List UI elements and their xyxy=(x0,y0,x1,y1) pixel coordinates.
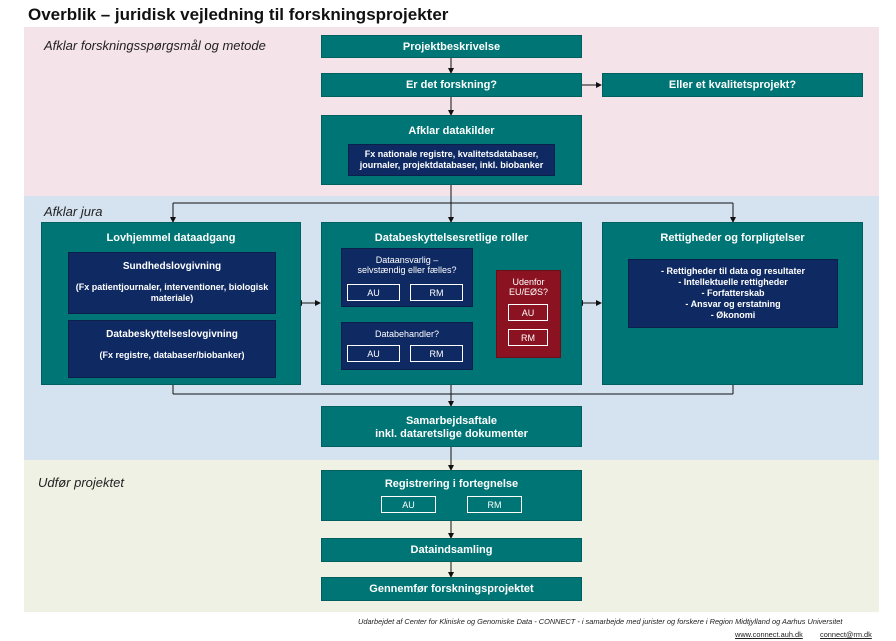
section-label-3: Udfør projektet xyxy=(38,475,124,490)
section-label-2: Afklar jura xyxy=(44,204,103,219)
box-databeskyttelseslovgivning: Databeskyttelseslovgivning (Fx registre,… xyxy=(68,320,276,378)
samarbejd-line-1: Samarbejdsaftale xyxy=(405,415,498,427)
sundhed-title: Sundhedslovgivning xyxy=(122,261,222,272)
rettigheder-item: - Ansvar og erstatning xyxy=(685,299,781,309)
dataansvarlig-line-1: Dataansvarlig – xyxy=(375,255,439,265)
footer-credit: Udarbejdet af Center for Kliniske og Gen… xyxy=(358,617,843,626)
udenfor-line-1: Udenfor xyxy=(512,277,545,287)
databesk-lov-detail: (Fx registre, databaser/biobanker) xyxy=(99,350,245,360)
lovhjemmel-title: Lovhjemmel dataadgang xyxy=(106,232,236,244)
rettigheder-item: - Økonomi xyxy=(710,310,756,320)
dataansvarlig-au-option: AU xyxy=(347,284,400,301)
sundhed-detail: (Fx patientjournaler, interventioner, bi… xyxy=(75,282,269,303)
box-afklar-datakilder: Afklar datakilder Fx nationale registre,… xyxy=(321,115,582,185)
dataansvarlig-rm-option: RM xyxy=(410,284,463,301)
databehandler-au-option: AU xyxy=(347,345,400,362)
samarbejd-line-2: inkl. dataretslige dokumenter xyxy=(375,428,528,440)
box-projektbeskrivelse: Projektbeskrivelse xyxy=(321,35,582,58)
databesk-lov-title: Databeskyttelseslovgivning xyxy=(106,329,238,340)
udenfor-rm-option: RM xyxy=(508,329,548,346)
box-udenfor-eu: Udenfor EU/EØS? xyxy=(496,270,561,358)
datakilder-detail-line-1: Fx nationale registre, kvalitetsdatabase… xyxy=(364,149,539,159)
page-title: Overblik – juridisk vejledning til forsk… xyxy=(28,5,449,24)
rettigheder-item: - Forfatterskab xyxy=(701,288,765,298)
roller-title: Databeskyttelsesretlige roller xyxy=(374,232,529,244)
datakilder-detail: Fx nationale registre, kvalitetsdatabase… xyxy=(348,144,555,176)
box-registrering: Registrering i fortegnelse xyxy=(321,470,582,521)
box-dataansvarlig: Dataansvarlig – selvstændig eller fælles… xyxy=(341,248,473,307)
dataansvarlig-line-2: selvstændig eller fælles? xyxy=(357,265,457,275)
rettigheder-title: Rettigheder og forpligtelser xyxy=(660,232,805,244)
rettigheder-detail: - Rettigheder til data og resultater - I… xyxy=(628,259,838,328)
rettigheder-item: - Intellektuelle rettigheder xyxy=(678,277,788,287)
footer-url-link[interactable]: www.connect.auh.dk xyxy=(735,630,803,639)
section-label-1: Afklar forskningsspørgsmål og metode xyxy=(44,38,266,53)
box-lovhjemmel: Lovhjemmel dataadgang Sundhedslovgivning… xyxy=(41,222,301,385)
afklar-datakilder-title: Afklar datakilder xyxy=(408,125,495,137)
databehandler-rm-option: RM xyxy=(410,345,463,362)
footer-email-link[interactable]: connect@rm.dk xyxy=(820,630,872,639)
rettigheder-item: - Rettigheder til data og resultater xyxy=(660,266,806,276)
box-rettigheder: Rettigheder og forpligtelser - Rettighed… xyxy=(602,222,863,385)
registrering-au-option: AU xyxy=(381,496,436,513)
udenfor-line-2: EU/EØS? xyxy=(508,287,548,297)
udenfor-au-option: AU xyxy=(508,304,548,321)
box-databehandler: Databehandler? xyxy=(341,322,473,370)
registrering-title: Registrering i fortegnelse xyxy=(384,478,519,490)
box-samarbejdsaftale: Samarbejdsaftale inkl. dataretslige doku… xyxy=(321,406,582,447)
databehandler-label: Databehandler? xyxy=(374,329,440,339)
box-dataindsamling: Dataindsamling xyxy=(321,538,582,562)
box-kvalitetsprojekt: Eller et kvalitetsprojekt? xyxy=(602,73,863,97)
datakilder-detail-line-2: journaler, projektdatabaser, inkl. bioba… xyxy=(359,160,544,170)
registrering-rm-option: RM xyxy=(467,496,522,513)
box-sundhedslovgivning: Sundhedslovgivning (Fx patientjournaler,… xyxy=(68,252,276,314)
box-er-det-forskning: Er det forskning? xyxy=(321,73,582,97)
box-gennemfor: Gennemfør forskningsprojektet xyxy=(321,577,582,601)
